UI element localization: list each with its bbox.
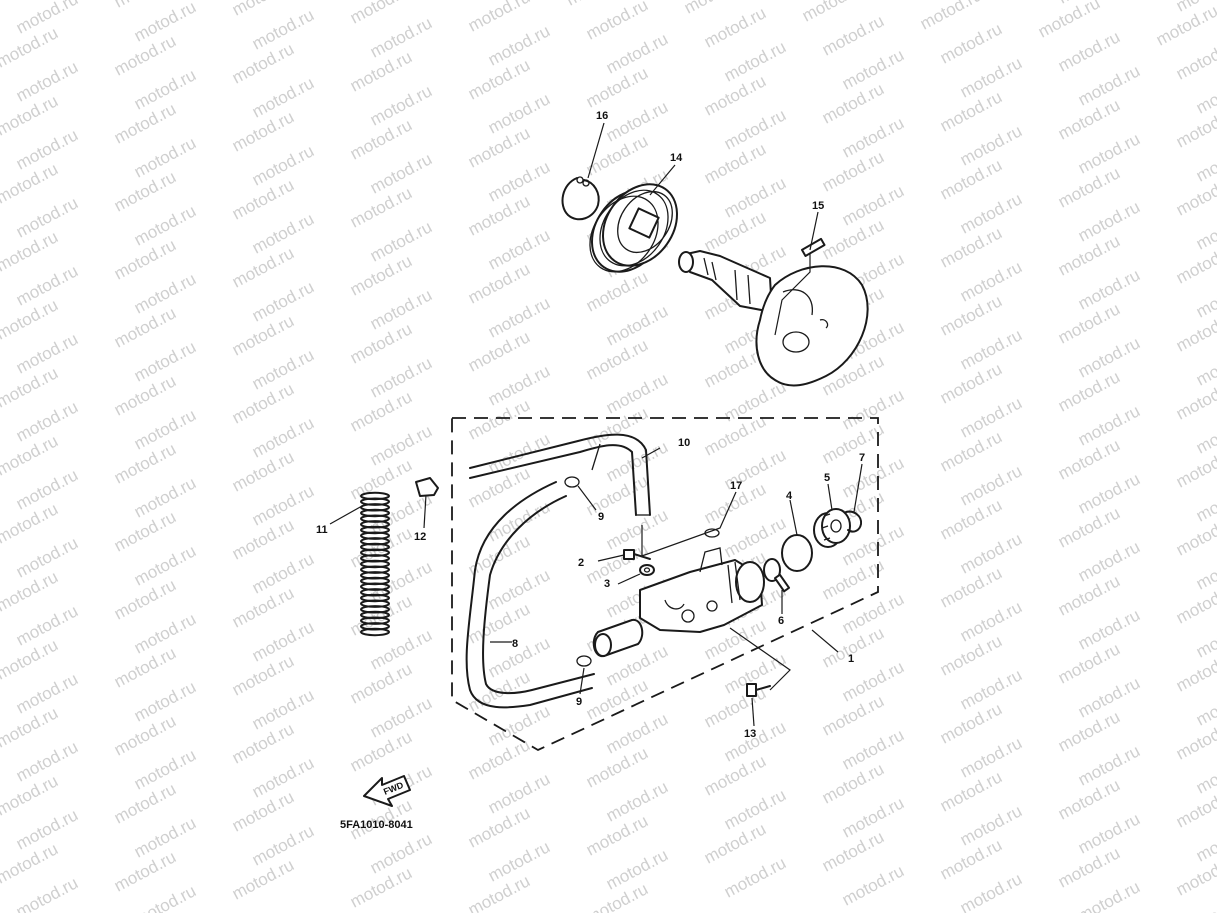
cap-12 xyxy=(415,477,439,497)
callout-7: 7 xyxy=(859,452,865,464)
pulley-14 xyxy=(589,183,678,273)
watermark-text: motod.ru xyxy=(937,19,1005,67)
clamp-9-lower xyxy=(576,655,592,667)
watermark-text: motod.ru xyxy=(1193,205,1217,253)
callout-11: 11 xyxy=(316,524,328,536)
watermark-text: motod.ru xyxy=(1173,35,1217,83)
watermark-text: motod.ru xyxy=(1193,613,1217,661)
watermark-text: motod.ru xyxy=(465,0,533,36)
watermark-text: motod.ru xyxy=(131,881,199,913)
callout-13: 13 xyxy=(744,728,756,740)
watermark-text: motod.ru xyxy=(1193,749,1217,797)
fwd-arrow-icon: FWD xyxy=(363,775,411,807)
watermark-text: motod.ru xyxy=(1193,341,1217,389)
leader-lines xyxy=(329,122,863,727)
callout-17: 17 xyxy=(730,480,742,492)
callout-1: 1 xyxy=(848,653,854,665)
callout-14: 14 xyxy=(670,152,683,164)
bolt-13 xyxy=(746,683,771,697)
callout-5: 5 xyxy=(824,472,830,484)
watermark-text: motod.ru xyxy=(1055,27,1123,75)
watermark-text: motod.ru xyxy=(1193,681,1217,729)
callout-9-upper: 9 xyxy=(598,511,604,523)
oil-pump-1 xyxy=(592,547,781,658)
crankshaft xyxy=(678,250,869,387)
watermark-text: motod.ru xyxy=(1193,545,1217,593)
watermark-text: motod.ru xyxy=(721,853,789,901)
callouts: 16 14 15 10 17 4 5 7 9 2 3 6 8 1 9 11 12… xyxy=(316,110,865,740)
watermark-text: motod.ru xyxy=(1193,273,1217,321)
clamp-9-upper xyxy=(564,476,580,488)
callout-12: 12 xyxy=(414,531,426,543)
callout-2: 2 xyxy=(578,557,584,569)
watermark-text: motod.ru xyxy=(13,873,81,913)
callout-16: 16 xyxy=(596,110,608,122)
callout-6: 6 xyxy=(778,615,784,627)
callout-15: 15 xyxy=(812,200,824,212)
spring-11 xyxy=(360,491,390,637)
assembly-boundary xyxy=(451,417,879,752)
watermark-text: motod.ru xyxy=(1035,0,1103,42)
watermark-text: motod.ru xyxy=(819,11,887,59)
watermark-text: motod.ru xyxy=(347,0,415,28)
watermark-text: motod.ru xyxy=(1193,409,1217,457)
circlip-16 xyxy=(561,176,600,221)
callout-10: 10 xyxy=(678,437,690,449)
callout-4: 4 xyxy=(786,490,793,502)
watermark-text: motod.ru xyxy=(957,869,1025,913)
pin-6 xyxy=(773,573,791,593)
callout-8: 8 xyxy=(512,638,518,650)
watermark-text: motod.ru xyxy=(839,861,907,909)
hose-10 xyxy=(469,433,651,516)
circlip-7 xyxy=(845,510,863,533)
watermark-text: motod.ru xyxy=(701,3,769,51)
watermark-text: motod.ru xyxy=(1193,817,1217,865)
callout-9-lower: 9 xyxy=(576,696,582,708)
pin-15 xyxy=(800,237,826,257)
watermark-text: motod.ru xyxy=(1193,137,1217,185)
gear-5 xyxy=(813,508,851,548)
washer-3 xyxy=(639,564,655,576)
watermark-text: motod.ru xyxy=(1075,877,1143,913)
spring-coil xyxy=(360,627,390,637)
watermark-text: motod.ru xyxy=(583,0,651,44)
o-ring-4 xyxy=(781,534,813,572)
watermark-text: motod.ru xyxy=(1193,477,1217,525)
drawing-code: 5FA1010-8041 xyxy=(340,819,413,831)
watermark-text: motod.ru xyxy=(1193,69,1217,117)
watermark-text: motod.ru xyxy=(917,0,985,34)
callout-3: 3 xyxy=(604,578,610,590)
hose-8 xyxy=(465,481,595,709)
